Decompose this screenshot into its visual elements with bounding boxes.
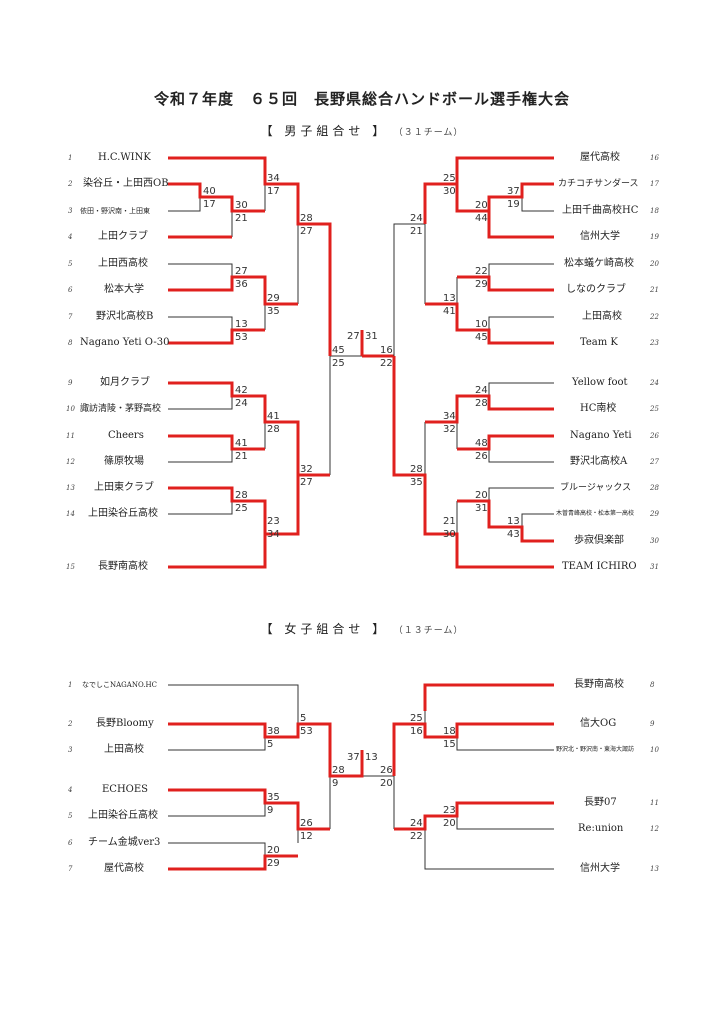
men-heading: 【 男子組合せ 】（３１チーム） — [260, 124, 464, 138]
team-name: 屋代高校 — [104, 863, 144, 874]
team-name: 長野Bloomy — [96, 718, 154, 729]
team-name: 木曽青峰高校・松本第一高校 — [556, 510, 635, 517]
team-name: ブルージャックス — [560, 483, 632, 493]
team-name: 長野07 — [584, 797, 617, 808]
team-name: 松本大学 — [104, 284, 144, 295]
team-name: 長野南高校 — [98, 561, 148, 572]
team-name: 信州大学 — [580, 231, 620, 242]
team-name: 野沢北・野沢南・東海大諏訪 — [556, 746, 635, 753]
team-name: 上田高校 — [582, 311, 622, 322]
team-name: 屋代高校 — [580, 152, 620, 163]
page-title: 令和７年度 ６５回 長野県総合ハンドボール選手権大会 — [153, 90, 570, 108]
team-name: 松本蟻ケ崎高校 — [564, 258, 634, 269]
team-name: 上田西高校 — [98, 258, 148, 269]
team-name: 上田東クラブ — [94, 482, 154, 493]
team-name: 上田染谷丘高校 — [88, 810, 158, 821]
team-name: 歩寂倶楽部 — [574, 535, 624, 546]
team-name: 上田千曲高校HC — [562, 205, 639, 216]
team-name: 篠原牧場 — [104, 456, 144, 467]
team-name: 上田高校 — [104, 744, 144, 755]
team-name: 諏訪清陵・茅野高校 — [80, 404, 162, 414]
team-name: なでしこNAGANO.HC — [82, 681, 157, 689]
team-name: 野沢北高校A — [570, 456, 628, 467]
team-name: 上田染谷丘高校 — [88, 508, 158, 519]
team-name: Cheers — [108, 430, 144, 441]
team-name: H.C.WINK — [98, 152, 151, 163]
team-name: カチコチサンダース — [558, 179, 639, 189]
team-name: HC南校 — [580, 403, 617, 414]
team-name: Team K — [580, 337, 618, 348]
team-name: 信州大学 — [580, 863, 620, 874]
team-name: 野沢北高校B — [96, 311, 154, 322]
team-name: 信大OG — [580, 718, 617, 729]
team-name: Yellow foot — [572, 377, 628, 388]
team-name: 依田・野沢南・上田東 — [80, 207, 150, 215]
team-name: Re:union — [578, 823, 624, 834]
team-name: Nagano Yeti — [570, 430, 632, 441]
women-heading: 【 女子組合せ 】（１３チーム） — [260, 622, 464, 636]
team-name: Nagano Yeti O-30 — [80, 337, 170, 348]
team-name: 如月クラブ — [100, 377, 150, 388]
team-name: TEAM ICHIRO — [562, 561, 637, 572]
team-name: チーム金城ver3 — [88, 837, 161, 848]
team-name: ECHOES — [102, 784, 149, 795]
team-name: 染谷丘・上田西OB — [83, 178, 169, 189]
team-name: 上田クラブ — [98, 231, 148, 242]
team-name: しなのクラブ — [566, 284, 626, 295]
team-name: 長野南高校 — [574, 679, 624, 690]
